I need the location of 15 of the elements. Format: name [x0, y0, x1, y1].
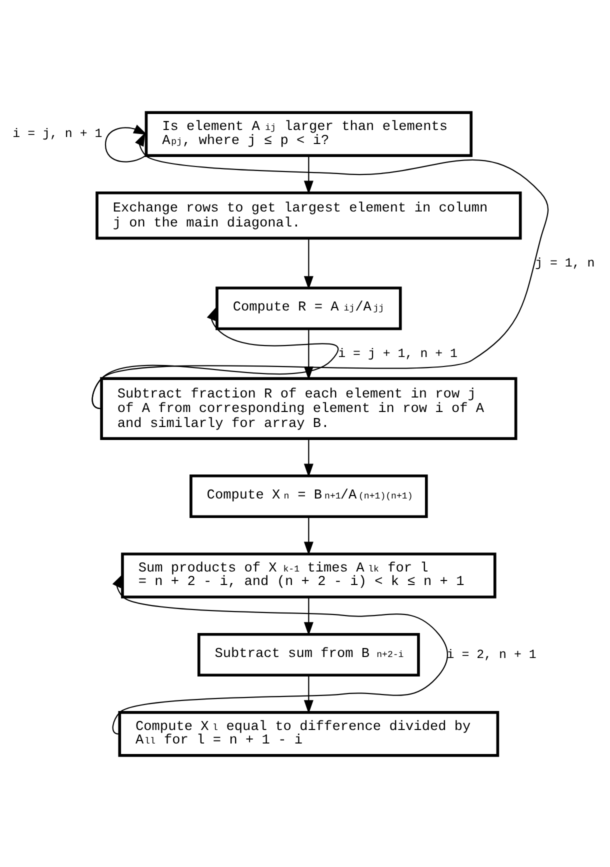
- node-box: Exchange rows to get largest element in column j on the main diagonal.: [96, 190, 522, 240]
- edge-label: i = j + 1, n + 1: [338, 346, 458, 360]
- arrow: [112, 573, 448, 734]
- arrow: [304, 438, 314, 477]
- arrow: [304, 238, 314, 290]
- arrow: [304, 155, 314, 194]
- node-box: Subtract fraction R of each element in row j of A from corresponding element in row i of A and similarly for array B.: [100, 376, 518, 440]
- arrow: [92, 132, 548, 408]
- arrow: [304, 674, 314, 714]
- arrow: [104, 124, 148, 162]
- arrow: [92, 306, 338, 409]
- arrow: [304, 596, 314, 636]
- edge-label: i = j, n + 1: [12, 126, 102, 141]
- edge-label: j = 1, n: [535, 256, 595, 270]
- arrow: [304, 516, 314, 555]
